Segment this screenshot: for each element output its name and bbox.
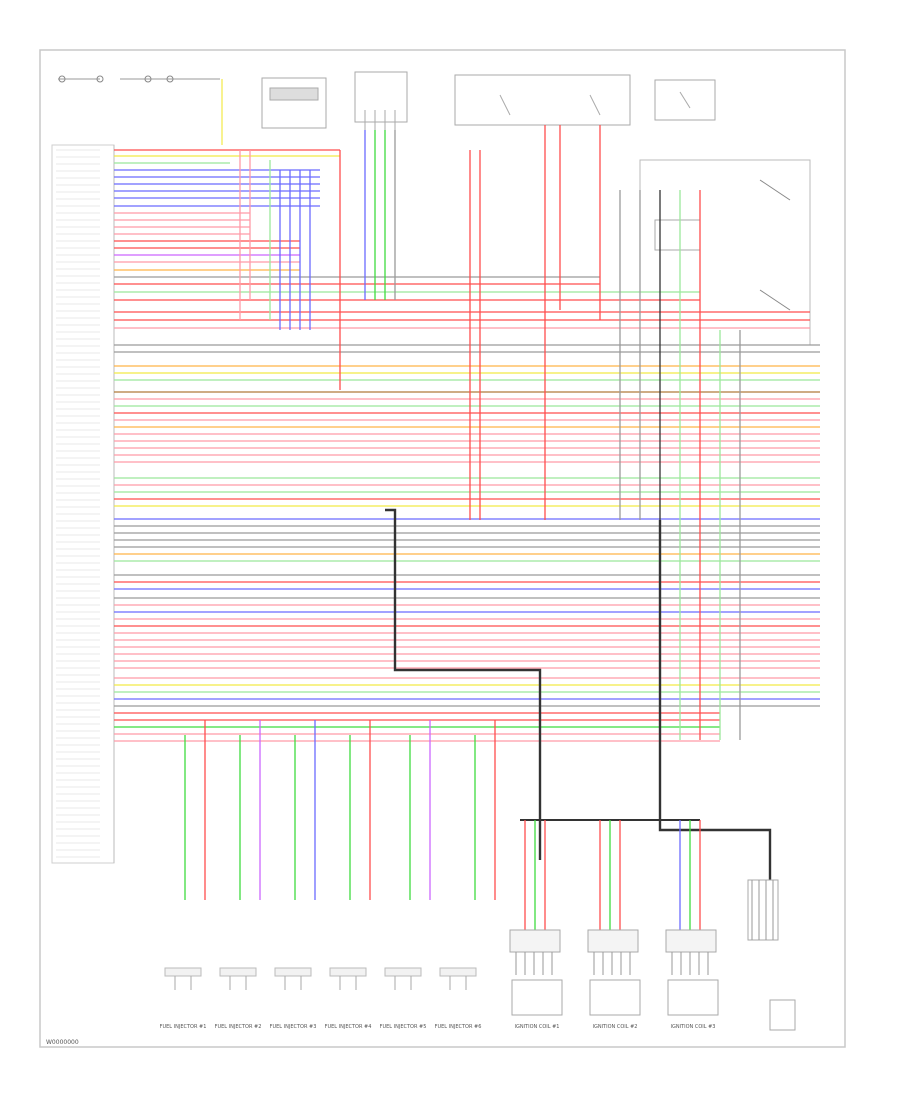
injector-connector	[439, 967, 477, 977]
injector-label: FUEL INJECTOR #5	[380, 1024, 427, 1030]
coil-body	[589, 979, 641, 1016]
ground-wire	[658, 520, 772, 880]
ignition-coil: IGNITION COIL #2	[587, 929, 641, 1030]
coil-label: IGNITION COIL #2	[592, 1024, 637, 1030]
fuel-injector: FUEL INJECTOR #6	[435, 967, 482, 1030]
fuel-injector: FUEL INJECTOR #5	[380, 967, 427, 1030]
ground-block	[769, 999, 796, 1031]
fuel-injector: FUEL INJECTOR #1	[160, 967, 207, 1030]
bottom-components: FUEL INJECTOR #1 FUEL INJECTOR #2 FUEL INJ…	[160, 879, 796, 1031]
injector-connector	[274, 967, 312, 977]
crank-sensor-box	[354, 71, 408, 140]
right-relay-panel	[639, 159, 811, 346]
cam-sensor-box	[261, 77, 327, 129]
ignition-coil: IGNITION COIL #1	[509, 929, 563, 1030]
injector-label: FUEL INJECTOR #4	[325, 1024, 372, 1030]
right-connector	[747, 879, 779, 941]
fuel-injector: FUEL INJECTOR #4	[325, 967, 372, 1030]
coil-body	[667, 979, 719, 1016]
injector-label: FUEL INJECTOR #6	[435, 1024, 482, 1030]
footer-code: W0000000	[46, 1039, 79, 1046]
coil-connector	[509, 929, 561, 953]
injector-connector	[164, 967, 202, 977]
coil-label: IGNITION COIL #1	[514, 1024, 559, 1030]
top-left-sensor	[58, 75, 223, 145]
injector-connector	[219, 967, 257, 977]
coil-connector	[587, 929, 639, 953]
injector-connector	[329, 967, 367, 977]
wire-harness	[114, 125, 820, 940]
fuel-injector: FUEL INJECTOR #2	[215, 967, 262, 1030]
injector-label: FUEL INJECTOR #2	[215, 1024, 262, 1030]
diagram-frame	[39, 49, 846, 1048]
main-relay-box	[454, 74, 631, 126]
injector-label: FUEL INJECTOR #1	[160, 1024, 207, 1030]
injector-label: FUEL INJECTOR #3	[270, 1024, 317, 1030]
injector-connector	[384, 967, 422, 977]
fuel-injector: FUEL INJECTOR #3	[270, 967, 317, 1030]
ignition-coil: IGNITION COIL #3	[665, 929, 719, 1030]
coil-body	[511, 979, 563, 1016]
coil-connector	[665, 929, 717, 953]
ecm-connector-strip	[51, 144, 115, 864]
ground-wire	[385, 508, 542, 860]
fuel-pump-relay-box	[654, 79, 716, 121]
ecm-pin-labels	[56, 149, 100, 858]
coil-label: IGNITION COIL #3	[670, 1024, 715, 1030]
